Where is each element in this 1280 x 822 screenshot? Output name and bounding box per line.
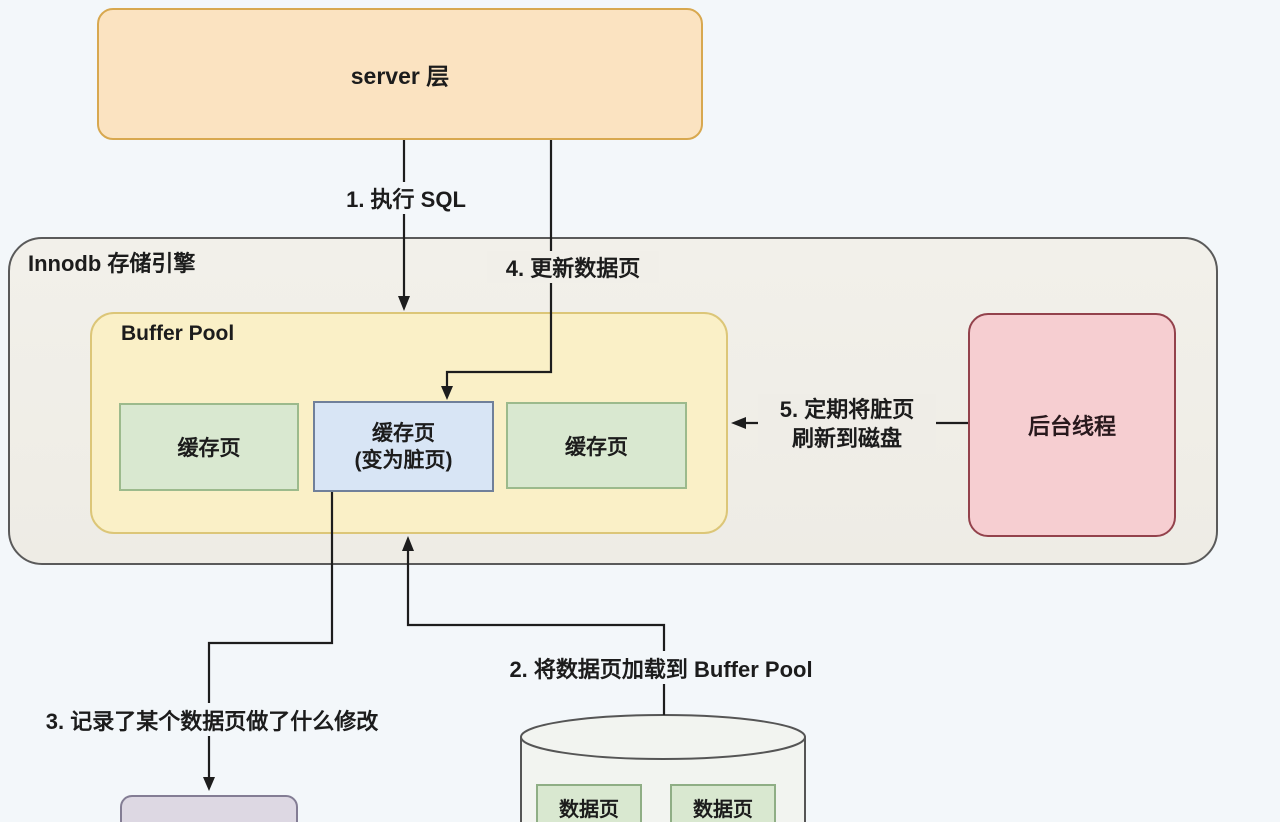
edge-label-step2: 2. 将数据页加载到 Buffer Pool xyxy=(498,651,824,684)
edge-label-step4: 4. 更新数据页 xyxy=(487,251,659,283)
disk-data-page-right-label: 数据页 xyxy=(693,799,753,821)
edge-label-step1: 1. 执行 SQL xyxy=(328,182,484,214)
arrowhead-step1-down-icon xyxy=(398,296,410,311)
disk-data-page-right-node: 数据页 xyxy=(670,784,776,822)
cache-page-dirty-label-line1: 缓存页 xyxy=(372,421,435,445)
connector-step2 xyxy=(406,550,666,715)
arrowhead-step3-down-icon xyxy=(203,777,215,791)
buffer-pool-label: Buffer Pool xyxy=(121,322,235,345)
cache-page-dirty-node: 缓存页 (变为脏页) xyxy=(313,401,494,492)
cache-page-left-label: 缓存页 xyxy=(177,437,241,460)
server-layer-node: server 层 xyxy=(97,8,703,140)
cache-page-right-label: 缓存页 xyxy=(565,435,628,459)
cache-page-left-node: 缓存页 xyxy=(119,403,299,491)
disk-data-page-left-label: 数据页 xyxy=(559,799,619,821)
background-thread-node: 后台线程 xyxy=(968,313,1176,537)
arrowhead-step5-left-icon xyxy=(731,417,746,429)
cache-page-right-node: 缓存页 xyxy=(506,402,687,489)
disk-data-page-left-node: 数据页 xyxy=(536,784,642,822)
edge-label-step5-line1: 5. 定期将脏页 xyxy=(779,397,915,422)
cache-page-dirty-label: 缓存页 (变为脏页) xyxy=(355,420,453,474)
redo-log-node xyxy=(120,795,298,822)
arrowhead-step2-up-icon xyxy=(402,536,414,551)
disk-cylinder-sides xyxy=(520,737,806,822)
arrowhead-step4-down-icon xyxy=(441,386,453,400)
innodb-engine-label: Innodb 存储引擎 xyxy=(28,251,196,276)
edge-label-step5-line2: 刷新到磁盘 xyxy=(791,426,902,451)
edge-label-step5: 5. 定期将脏页 刷新到磁盘 xyxy=(758,394,936,454)
background-thread-label: 后台线程 xyxy=(1027,414,1116,439)
server-layer-label: server 层 xyxy=(350,63,450,89)
edge-label-step3: 3. 记录了某个数据页做了什么修改 xyxy=(26,703,398,736)
cache-page-dirty-label-line2: (变为脏页) xyxy=(354,448,453,472)
